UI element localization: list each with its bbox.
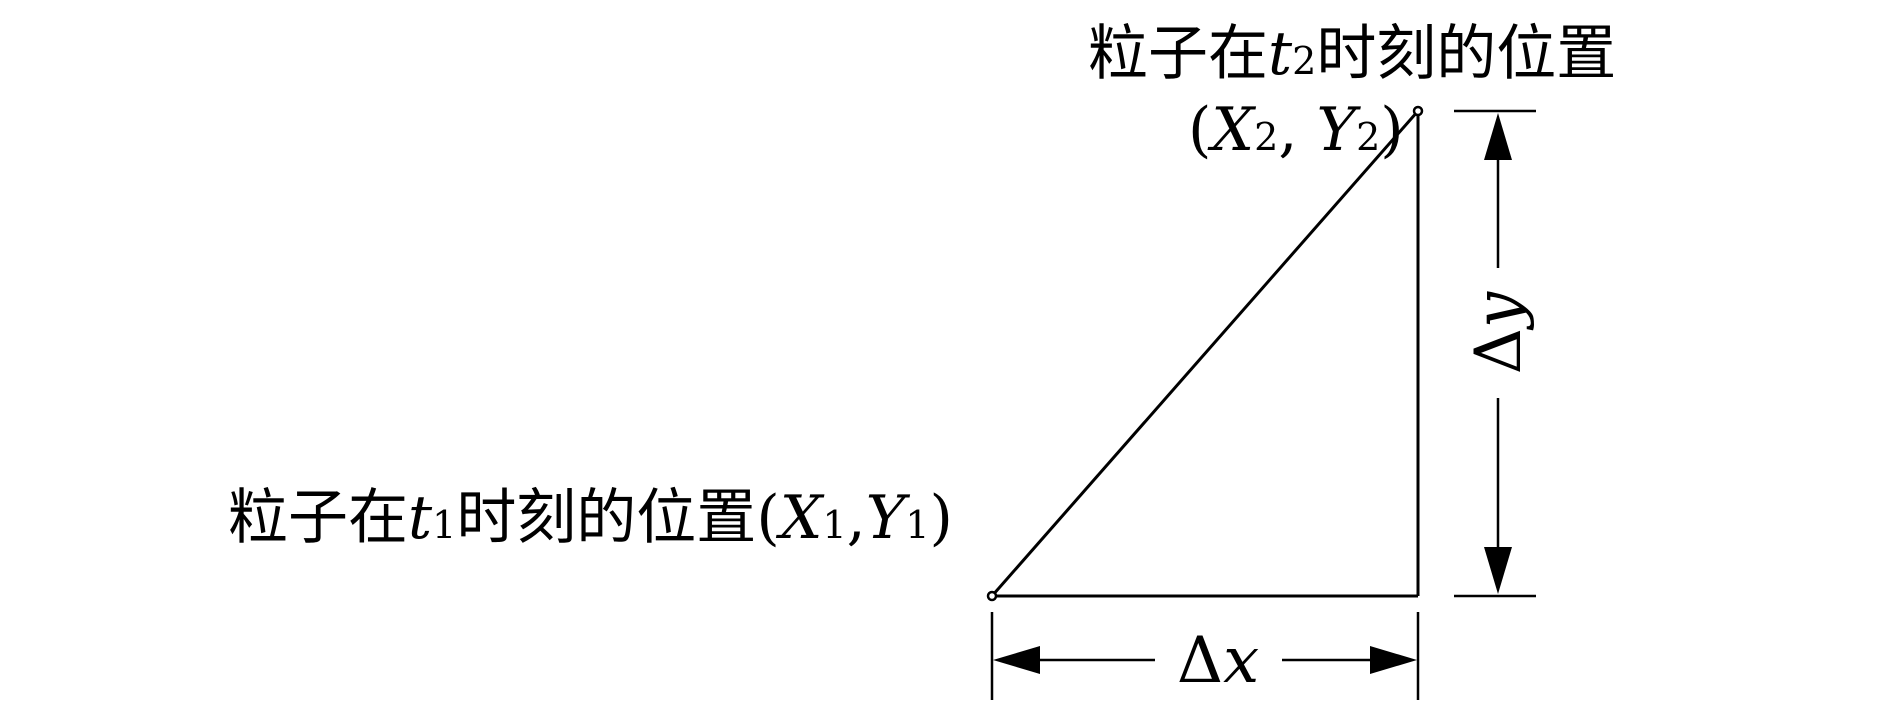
point-1-sep: , (847, 483, 866, 553)
point-1-t-var: t (408, 483, 433, 553)
point-1-suffix: 时刻的位置 (456, 483, 756, 553)
point-1-prefix: 粒子在 (228, 483, 408, 553)
dx-label: Δx (1177, 624, 1259, 698)
point-1-open: ( (756, 483, 779, 553)
dy-arrow-bottom (1484, 547, 1512, 594)
dy-arrow-top (1484, 113, 1512, 160)
dy-var: y (1462, 291, 1536, 331)
coords-2-open: ( (1188, 95, 1211, 165)
dy-label: Δy (1462, 291, 1536, 374)
dx-var: x (1223, 624, 1259, 698)
point-1-y-var: Y (866, 483, 911, 553)
point-2-time-label: 粒子在t2时刻的位置 (1088, 19, 1616, 89)
dy-delta: Δ (1462, 328, 1536, 374)
coords-2-x-var: X (1207, 95, 1256, 165)
dx-delta: Δ (1177, 624, 1223, 698)
point-2-coords-label: (X2, Y2) (1188, 95, 1404, 165)
hypotenuse-line (990, 110, 1420, 597)
point-1-close: ) (930, 483, 953, 553)
point-2-suffix: 时刻的位置 (1316, 19, 1616, 89)
point-1-x-sub: 1 (822, 503, 846, 547)
coords-2-x-sub: 2 (1254, 115, 1278, 159)
point-1-label: 粒子在t1时刻的位置(X1,Y1) (228, 483, 953, 553)
coords-2-y-var: Y (1316, 95, 1361, 165)
point-1-marker (986, 590, 998, 602)
point-1-x-var: X (776, 483, 825, 553)
point-2-t-var: t (1268, 19, 1293, 89)
dx-arrow-right (1370, 646, 1417, 674)
point-1-y-sub: 1 (905, 503, 929, 547)
point-2-marker (1412, 105, 1424, 117)
point-1-t-sub: 1 (432, 503, 456, 547)
point-2-t-sub: 2 (1292, 39, 1316, 83)
dx-arrow-left (993, 646, 1040, 674)
point-2-prefix: 粒子在 (1088, 19, 1268, 89)
coords-2-close: ) (1380, 95, 1403, 165)
coords-2-y-sub: 2 (1356, 115, 1380, 159)
coords-2-sep: , (1278, 95, 1316, 165)
